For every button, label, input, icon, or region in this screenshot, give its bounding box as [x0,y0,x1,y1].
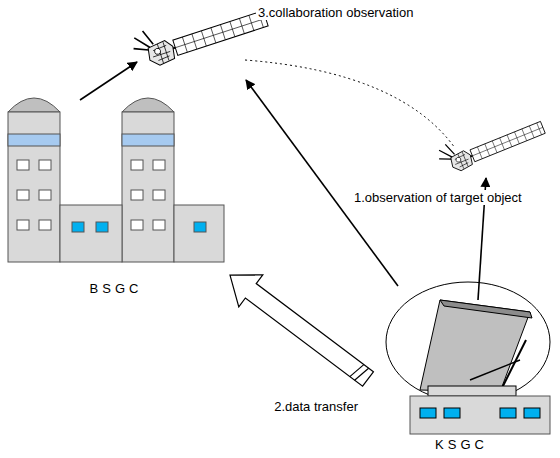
observation-arrows [80,62,486,300]
satellite [435,108,547,177]
station-name: KSGC [435,437,488,452]
station-node: KSGC [368,265,555,455]
transfer-arrow [230,275,373,386]
station-node: BSGC [2,95,230,307]
orbit-curve [245,60,455,148]
hollow-arrow [230,275,373,386]
ksgc-antenna [386,282,550,434]
station-name: BSGC [90,281,143,296]
bsgc-building [8,98,224,262]
satellite [129,0,269,71]
step-label: 3.collaboration observation [256,5,415,20]
edge-label: 2.data transfer [272,399,360,414]
arrow-tail-stripe [350,365,364,377]
step-label: 1.observation of target object [352,190,524,205]
